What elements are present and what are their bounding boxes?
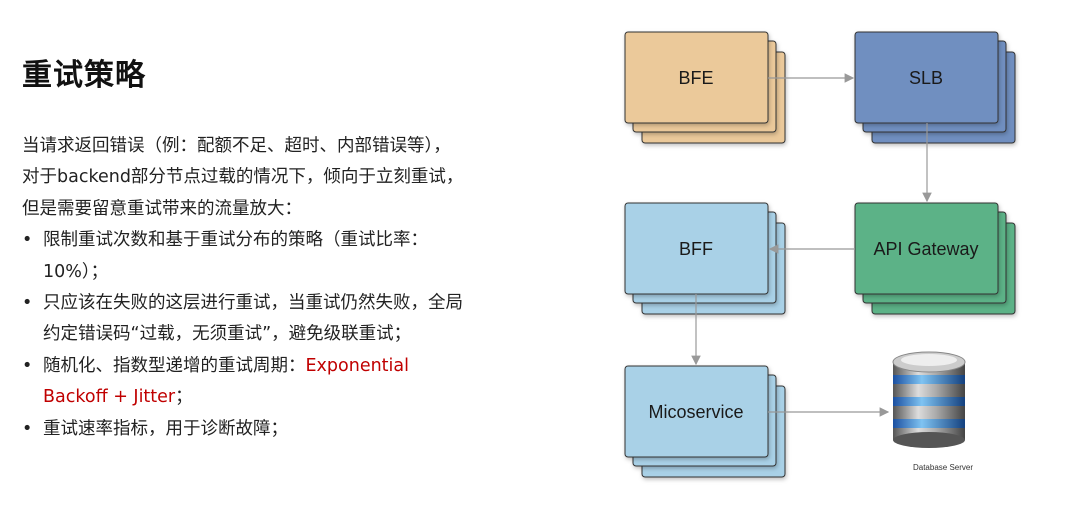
bullet-suffix: ； (175, 387, 193, 408)
bullet-icon: • (22, 230, 33, 251)
node-bff: BFF (624, 202, 786, 315)
node-micro: Micoservice (624, 365, 786, 478)
database-icon (892, 351, 966, 448)
bullet-text: 限制重试次数和基于重试分布的策略（重试比率：10%）； (43, 230, 428, 282)
bullet-item: • 重试速率指标，用于诊断故障； (22, 414, 467, 445)
bullet-list: • 限制重试次数和基于重试分布的策略（重试比率：10%）； • 只应该在失败的这层进… (22, 225, 467, 445)
node-gateway: API Gateway (854, 202, 1016, 315)
highlight-text: Exponential Backoff + Jitter (43, 355, 409, 408)
node-slb: SLB (854, 31, 1016, 144)
bullet-icon: • (22, 293, 33, 314)
bullet-text: 随机化、指数型递增的重试周期： (43, 355, 306, 376)
body-text: 当请求返回错误（例：配额不足、超时、内部错误等），对于backend部分节点过载… (22, 131, 467, 445)
bullet-item: • 随机化、指数型递增的重试周期：Exponential Backoff + Ji… (22, 351, 467, 414)
page-title: 重试策略 (22, 58, 146, 93)
bullet-item: • 限制重试次数和基于重试分布的策略（重试比率：10%）； (22, 225, 467, 288)
database-label: Database Server (913, 463, 973, 472)
bullet-item: • 只应该在失败的这层进行重试，当重试仍然失败，全局约定错误码“过载，无须重试”，… (22, 288, 467, 351)
bullet-text: 只应该在失败的这层进行重试，当重试仍然失败，全局约定错误码“过载，无须重试”，避… (43, 293, 463, 345)
bullet-icon: • (22, 355, 33, 376)
node-label: Micoservice (648, 402, 743, 422)
node-label: BFF (679, 239, 713, 259)
node-label: SLB (909, 68, 943, 88)
bullet-icon: • (22, 418, 33, 439)
intro-paragraph: 当请求返回错误（例：配额不足、超时、内部错误等），对于backend部分节点过载… (22, 136, 464, 219)
node-label: BFE (678, 68, 713, 88)
node-label: API Gateway (873, 239, 978, 259)
bullet-text: 重试速率指标，用于诊断故障； (43, 418, 288, 439)
node-bfe: BFE (624, 31, 786, 144)
edges (691, 73, 932, 417)
